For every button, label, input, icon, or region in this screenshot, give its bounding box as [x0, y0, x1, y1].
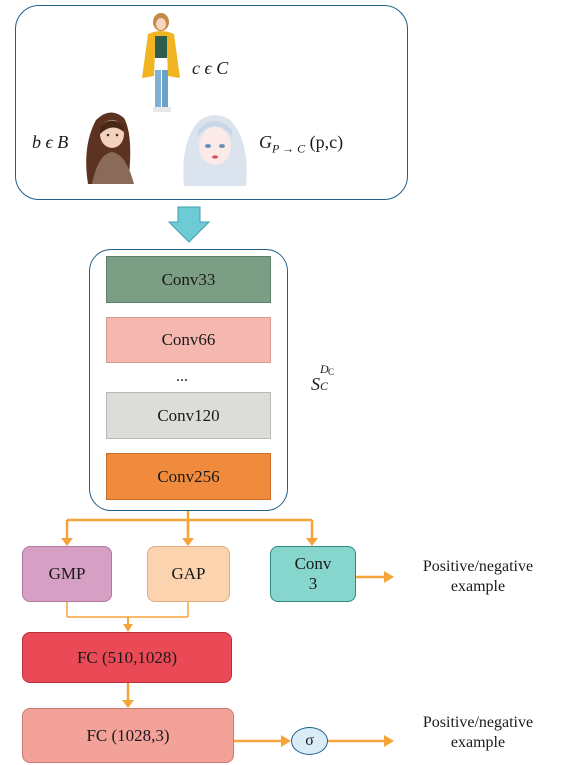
c-in-C-label: c ϵ C: [192, 58, 229, 78]
conv3-output-label: Positive/negative example: [422, 558, 534, 595]
sigma-node: σ: [291, 727, 328, 755]
conv256-layer: Conv256: [106, 453, 271, 500]
conv66-layer: Conv66: [106, 317, 271, 363]
conv33-layer: Conv33: [106, 256, 271, 303]
sigma-output-label: Positive/negative example: [422, 714, 534, 751]
fc2-box: FC (1028,3): [22, 708, 234, 763]
encoder-panel: [89, 249, 288, 511]
b-in-B-label: b ϵ B: [32, 132, 69, 152]
conv120-layer: Conv120: [106, 392, 271, 439]
conv3-box: Conv 3: [270, 546, 356, 602]
ellipsis: ...: [176, 368, 188, 385]
arrow-heads: [61, 538, 394, 747]
big-down-arrow: [167, 206, 211, 243]
fc1-box: FC (510,1028): [22, 632, 232, 683]
branch-connectors: [65, 511, 387, 743]
gap-box: GAP: [147, 546, 230, 602]
woman-pale-hair-illustration: [178, 110, 252, 186]
gmp-box: GMP: [22, 546, 112, 602]
generator-label: GP → C (p,c): [259, 132, 344, 156]
woman-brown-hair-illustration: [78, 106, 140, 184]
input-panel: [15, 5, 408, 200]
woman-yellow-coat-illustration: [134, 12, 184, 120]
